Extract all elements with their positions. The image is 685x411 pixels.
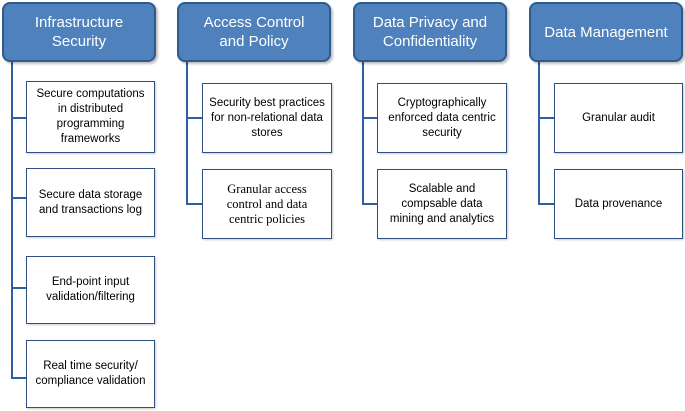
connector-trunk-access-control bbox=[186, 60, 188, 205]
connector-trunk-data-privacy bbox=[362, 60, 364, 205]
header-data-management: Data Management bbox=[529, 2, 683, 62]
connector-branch bbox=[538, 117, 554, 119]
connector-branch bbox=[11, 287, 26, 289]
item-end-point-validation: End-point input validation/filtering bbox=[26, 256, 155, 324]
item-data-provenance: Data provenance bbox=[554, 169, 683, 239]
item-cryptographically-enforced: Cryptographically enforced data centric … bbox=[377, 83, 507, 153]
connector-branch bbox=[11, 197, 26, 199]
connector-trunk-infrastructure bbox=[11, 60, 13, 378]
connector-branch bbox=[186, 117, 202, 119]
header-access-control-and-policy: Access Control and Policy bbox=[177, 2, 331, 62]
item-security-best-practices: Security best practices for non-relation… bbox=[202, 83, 332, 153]
item-secure-computations: Secure computations in distributed progr… bbox=[26, 81, 155, 153]
header-infrastructure-security: Infrastructure Security bbox=[2, 2, 156, 62]
item-real-time-compliance: Real time security/ compliance validatio… bbox=[26, 340, 155, 408]
item-scalable-data-mining: Scalable and compsable data mining and a… bbox=[377, 169, 507, 239]
item-secure-data-storage: Secure data storage and transactions log bbox=[26, 168, 155, 237]
connector-trunk-data-management bbox=[538, 60, 540, 205]
header-data-privacy-and-confidentiality: Data Privacy and Confidentiality bbox=[353, 2, 507, 62]
item-granular-access-control: Granular access control and data centric… bbox=[202, 169, 332, 239]
connector-branch bbox=[362, 203, 377, 205]
connector-branch bbox=[186, 203, 202, 205]
connector-branch bbox=[11, 117, 26, 119]
connector-branch bbox=[362, 117, 377, 119]
connector-branch bbox=[11, 377, 26, 379]
item-granular-audit: Granular audit bbox=[554, 83, 683, 153]
connector-branch bbox=[538, 203, 554, 205]
